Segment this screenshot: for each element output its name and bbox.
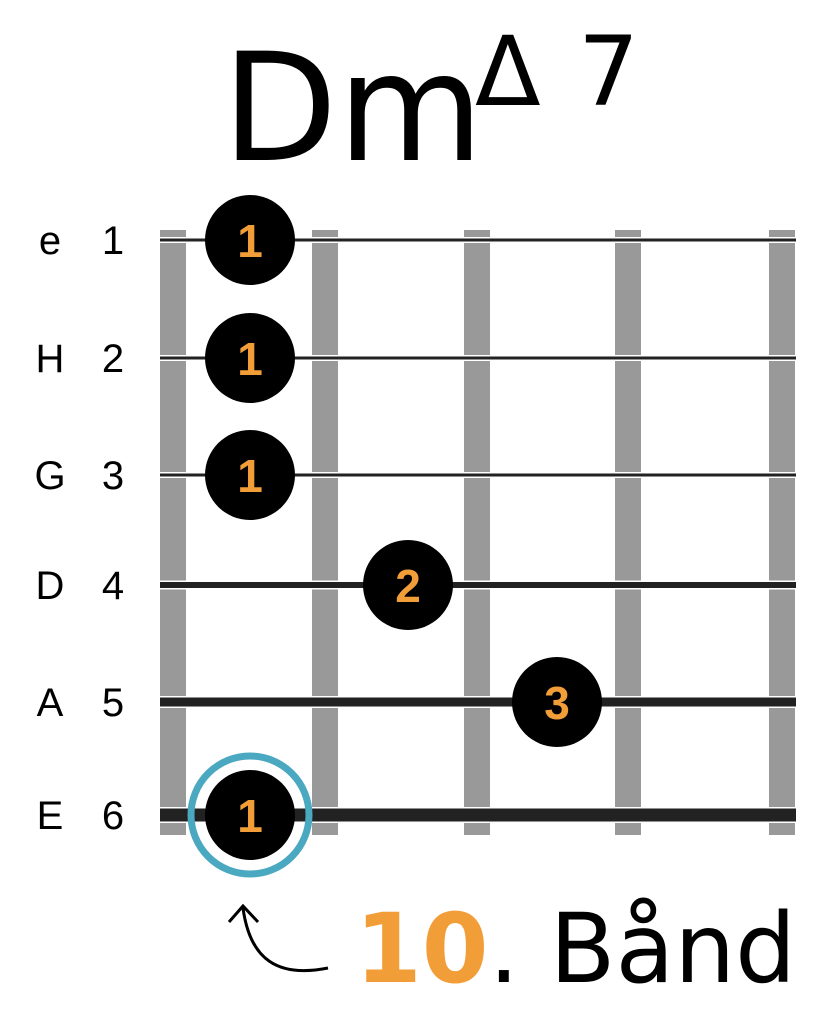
- string-name-label: D: [36, 564, 65, 608]
- string-name-label: H: [36, 337, 65, 381]
- fret-bar-5: [769, 230, 795, 835]
- fret-position-text: 10. Bånd: [355, 893, 796, 1005]
- string-number-label: 5: [102, 681, 124, 725]
- chord-title-root: Dm: [222, 22, 484, 196]
- string-number-label: 3: [102, 454, 124, 498]
- curved-arrow-icon: [241, 907, 329, 973]
- string-name-label: e: [39, 219, 61, 263]
- string-line-6: [160, 808, 796, 822]
- fret-bar-3: [464, 230, 490, 835]
- string-number-label: 2: [102, 337, 124, 381]
- finger-number: 1: [237, 450, 263, 502]
- finger-dot: [512, 657, 602, 747]
- string-number-label: 1: [102, 219, 124, 263]
- string-line-1: [160, 238, 796, 242]
- fret-suffix: . Bånd: [489, 893, 797, 1005]
- arrow-head-icon: [227, 903, 260, 924]
- finger-dot: [363, 540, 453, 630]
- string-name-label: G: [34, 454, 65, 498]
- string-number-label: 4: [102, 564, 124, 608]
- fret-bar-2: [312, 230, 338, 835]
- finger-number: 1: [237, 790, 263, 842]
- string-line-2: [160, 356, 796, 360]
- finger-number: 3: [544, 677, 570, 729]
- root-ring: [187, 752, 313, 878]
- string-line-4: [160, 582, 796, 588]
- root-marker: [187, 752, 313, 878]
- finger-number: 1: [237, 215, 263, 267]
- string-line-5: [160, 697, 796, 707]
- finger-dot: [205, 195, 295, 285]
- finger-dots: 1 1 1 2 3 1: [205, 195, 602, 860]
- chord-title-extension: 7: [578, 16, 639, 128]
- chord-title-symbol: Δ: [475, 16, 541, 128]
- fret-bar-4: [615, 230, 641, 835]
- fret-bars: [160, 230, 795, 835]
- string-name-label: E: [37, 794, 64, 838]
- string-lines: [160, 237, 796, 823]
- string-name-label: A: [37, 681, 64, 725]
- finger-dot: [205, 430, 295, 520]
- fret-bar-1: [160, 230, 186, 835]
- finger-dot: [205, 313, 295, 403]
- string-number-label: 6: [102, 794, 124, 838]
- string-line-3: [160, 473, 796, 477]
- fret-number: 10: [355, 893, 489, 1005]
- finger-number: 1: [237, 333, 263, 385]
- finger-number: 2: [395, 560, 421, 612]
- finger-dot: [205, 770, 295, 860]
